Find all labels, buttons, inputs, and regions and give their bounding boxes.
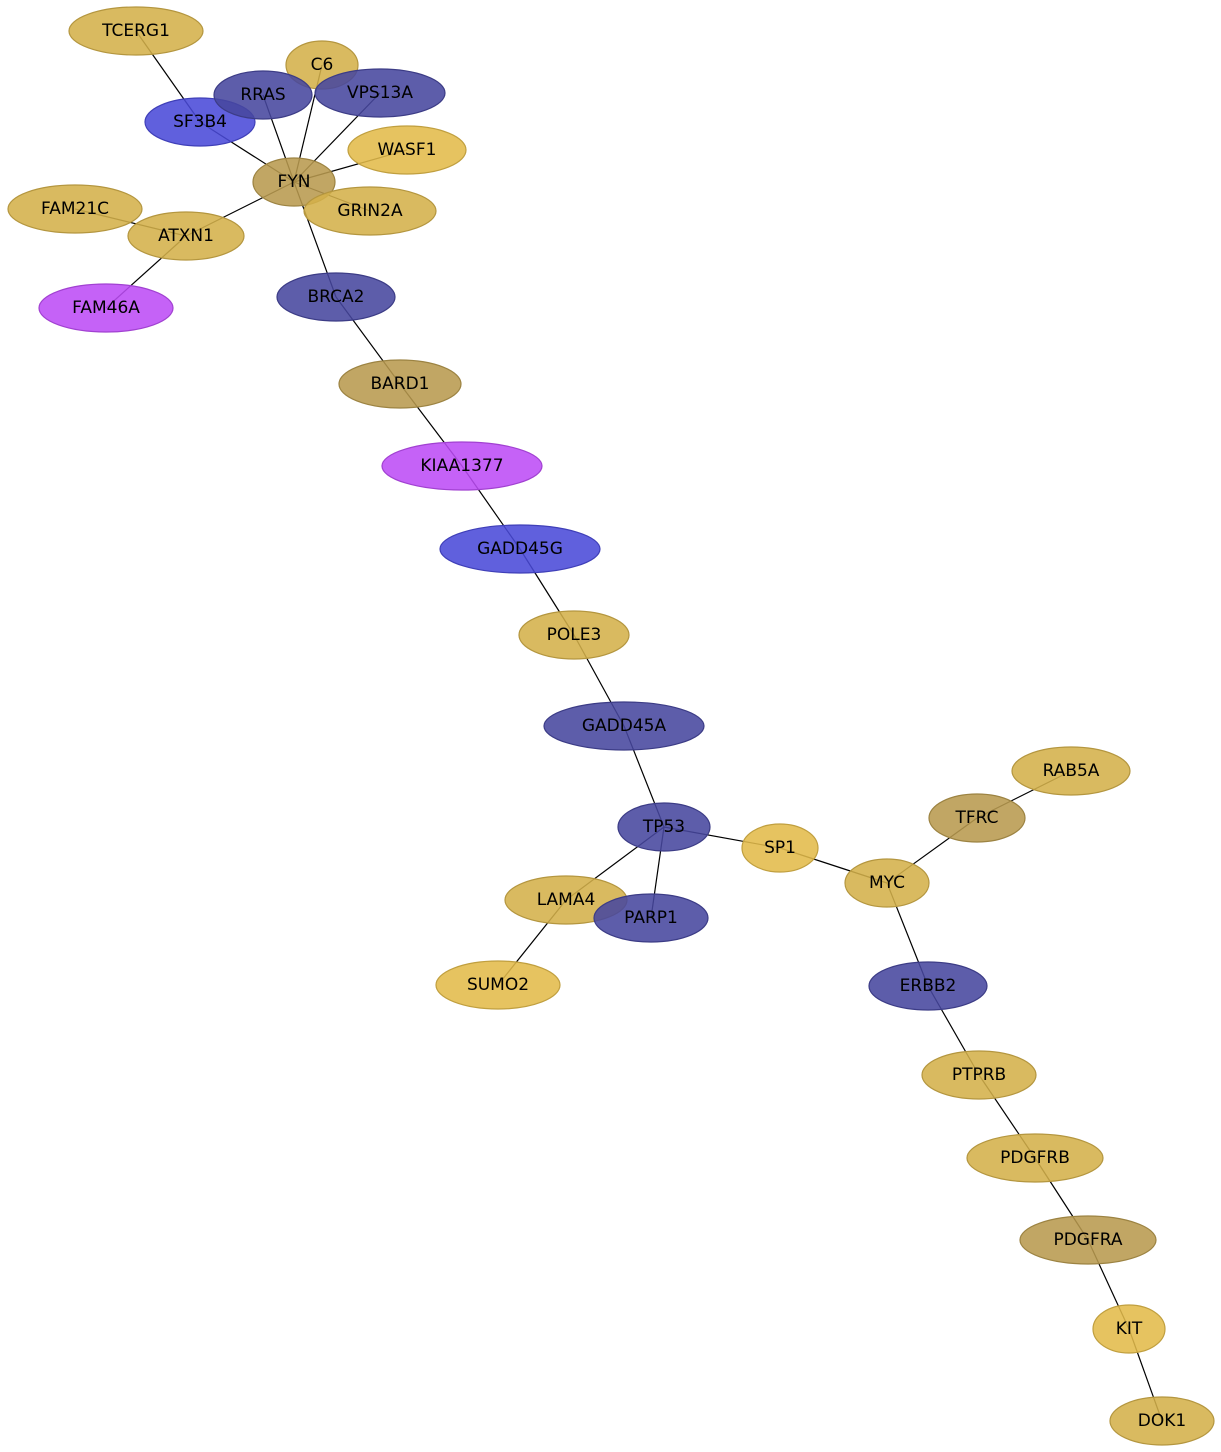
node-ellipse[interactable]: [213, 70, 313, 120]
node-tcerg1[interactable]: TCERG1: [68, 6, 204, 56]
node-fam21c[interactable]: FAM21C: [7, 184, 143, 234]
node-pdgfrb[interactable]: PDGFRB: [966, 1133, 1104, 1183]
node-ellipse[interactable]: [844, 858, 930, 908]
node-ellipse[interactable]: [1019, 1215, 1157, 1265]
node-ellipse[interactable]: [276, 272, 396, 322]
node-ellipse[interactable]: [1011, 746, 1131, 796]
node-pole3[interactable]: POLE3: [518, 610, 630, 660]
node-ellipse[interactable]: [252, 157, 336, 207]
node-ellipse[interactable]: [338, 359, 462, 409]
node-ellipse[interactable]: [741, 823, 819, 873]
node-ellipse[interactable]: [617, 802, 711, 852]
node-ellipse[interactable]: [868, 961, 988, 1011]
node-kit[interactable]: KIT: [1092, 1304, 1166, 1354]
node-ellipse[interactable]: [7, 184, 143, 234]
node-ellipse[interactable]: [381, 441, 543, 491]
node-tfrc[interactable]: TFRC: [928, 793, 1026, 843]
node-grin2a[interactable]: GRIN2A: [303, 186, 437, 236]
node-erbb2[interactable]: ERBB2: [868, 961, 988, 1011]
node-ellipse[interactable]: [593, 893, 709, 943]
node-ellipse[interactable]: [439, 524, 601, 574]
node-ellipse[interactable]: [127, 211, 245, 261]
node-ptprb[interactable]: PTPRB: [921, 1050, 1037, 1100]
node-sp1[interactable]: SP1: [741, 823, 819, 873]
node-tp53[interactable]: TP53: [617, 802, 711, 852]
node-ellipse[interactable]: [435, 960, 561, 1010]
node-wasf1[interactable]: WASF1: [347, 125, 467, 175]
node-gadd45g[interactable]: GADD45G: [439, 524, 601, 574]
node-ellipse[interactable]: [921, 1050, 1037, 1100]
node-ellipse[interactable]: [314, 68, 446, 118]
node-ellipse[interactable]: [347, 125, 467, 175]
node-bard1[interactable]: BARD1: [338, 359, 462, 409]
node-ellipse[interactable]: [38, 283, 174, 333]
node-ellipse[interactable]: [543, 701, 705, 751]
node-vps13a[interactable]: VPS13A: [314, 68, 446, 118]
node-gadd45a[interactable]: GADD45A: [543, 701, 705, 751]
node-kiaa1377[interactable]: KIAA1377: [381, 441, 543, 491]
node-atxn1[interactable]: ATXN1: [127, 211, 245, 261]
node-ellipse[interactable]: [68, 6, 204, 56]
node-rras[interactable]: RRAS: [213, 70, 313, 120]
node-myc[interactable]: MYC: [844, 858, 930, 908]
node-ellipse[interactable]: [1092, 1304, 1166, 1354]
node-sumo2[interactable]: SUMO2: [435, 960, 561, 1010]
node-parp1[interactable]: PARP1: [593, 893, 709, 943]
node-fam46a[interactable]: FAM46A: [38, 283, 174, 333]
node-ellipse[interactable]: [1109, 1396, 1215, 1446]
node-brca2[interactable]: BRCA2: [276, 272, 396, 322]
node-rab5a[interactable]: RAB5A: [1011, 746, 1131, 796]
node-ellipse[interactable]: [966, 1133, 1104, 1183]
node-ellipse[interactable]: [303, 186, 437, 236]
node-ellipse[interactable]: [518, 610, 630, 660]
node-dok1[interactable]: DOK1: [1109, 1396, 1215, 1446]
node-pdgfra[interactable]: PDGFRA: [1019, 1215, 1157, 1265]
node-ellipse[interactable]: [928, 793, 1026, 843]
